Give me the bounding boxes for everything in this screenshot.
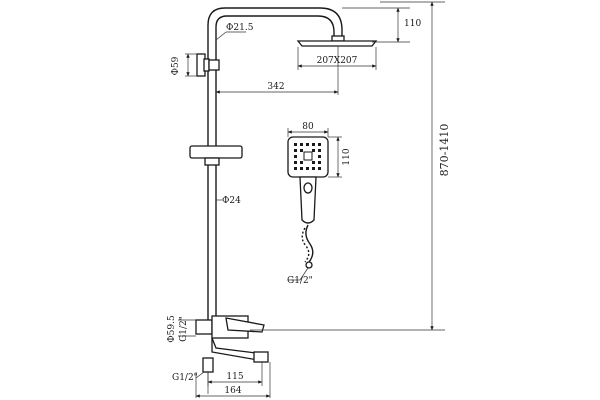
mixer-flange-label: Φ59.5 [167,315,177,343]
wall-bracket [185,53,220,77]
spout-inlet-label: G1/2" [172,373,198,383]
hand-shower [287,136,329,269]
nozzle-grid [294,143,321,170]
dim-handset-110 [328,136,342,178]
total-height-label: 870-1410 [438,124,451,177]
head-size-label: 207X207 [317,56,358,66]
dim-spout-115 [207,362,263,386]
dim-arm-342 [215,46,339,95]
handset-height-label: 110 [342,148,352,165]
dim-hose-leader [288,267,309,281]
rain-shower-head [296,35,378,47]
hose-connection-label: G1/2" [287,276,313,286]
flange-diameter-label: Φ59 [171,56,181,75]
handset-width-label: 80 [302,122,314,132]
rise-height-label: 110 [404,19,421,29]
pipe-diameter-label: Φ21.5 [226,23,254,33]
mixer-valve [178,315,269,394]
base-width-label: 164 [224,386,241,396]
arm-length-label: 342 [267,82,284,92]
slider-holder [189,145,243,166]
dim-110-top [342,7,410,43]
mixer-inlet-label: G1/2" [179,316,189,342]
dim-total-height [250,1,445,331]
spout-reach-label: 115 [226,372,243,382]
dim-spout-inlet-leader [195,371,205,379]
dim-pipe-leader [215,31,246,41]
rail-diameter-label: Φ24 [222,196,241,206]
dim-base-164 [195,362,271,398]
dim-handset-80 [287,128,329,137]
dim-head-size [297,47,377,70]
